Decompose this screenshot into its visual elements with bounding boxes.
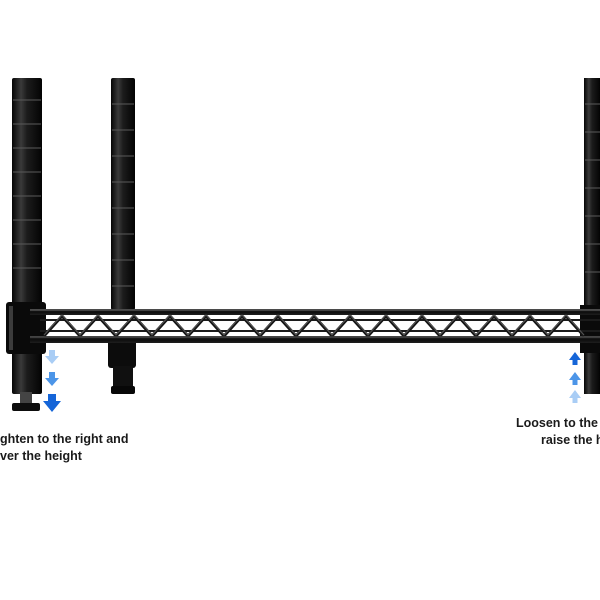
left-caption-line-1: ghten to the right and <box>0 432 129 446</box>
right-caption-line-2: raise the he <box>541 433 600 447</box>
arrow-down-icon <box>43 350 61 412</box>
left-front-pole <box>6 78 46 411</box>
middle-back-pole <box>108 78 136 394</box>
left-caption-line-2: ver the height <box>0 449 82 463</box>
arrow-up-icon <box>569 352 581 403</box>
wire-shelf <box>30 309 600 343</box>
right-caption-line-1: Loosen to the le <box>516 416 600 430</box>
right-pole <box>580 78 600 394</box>
